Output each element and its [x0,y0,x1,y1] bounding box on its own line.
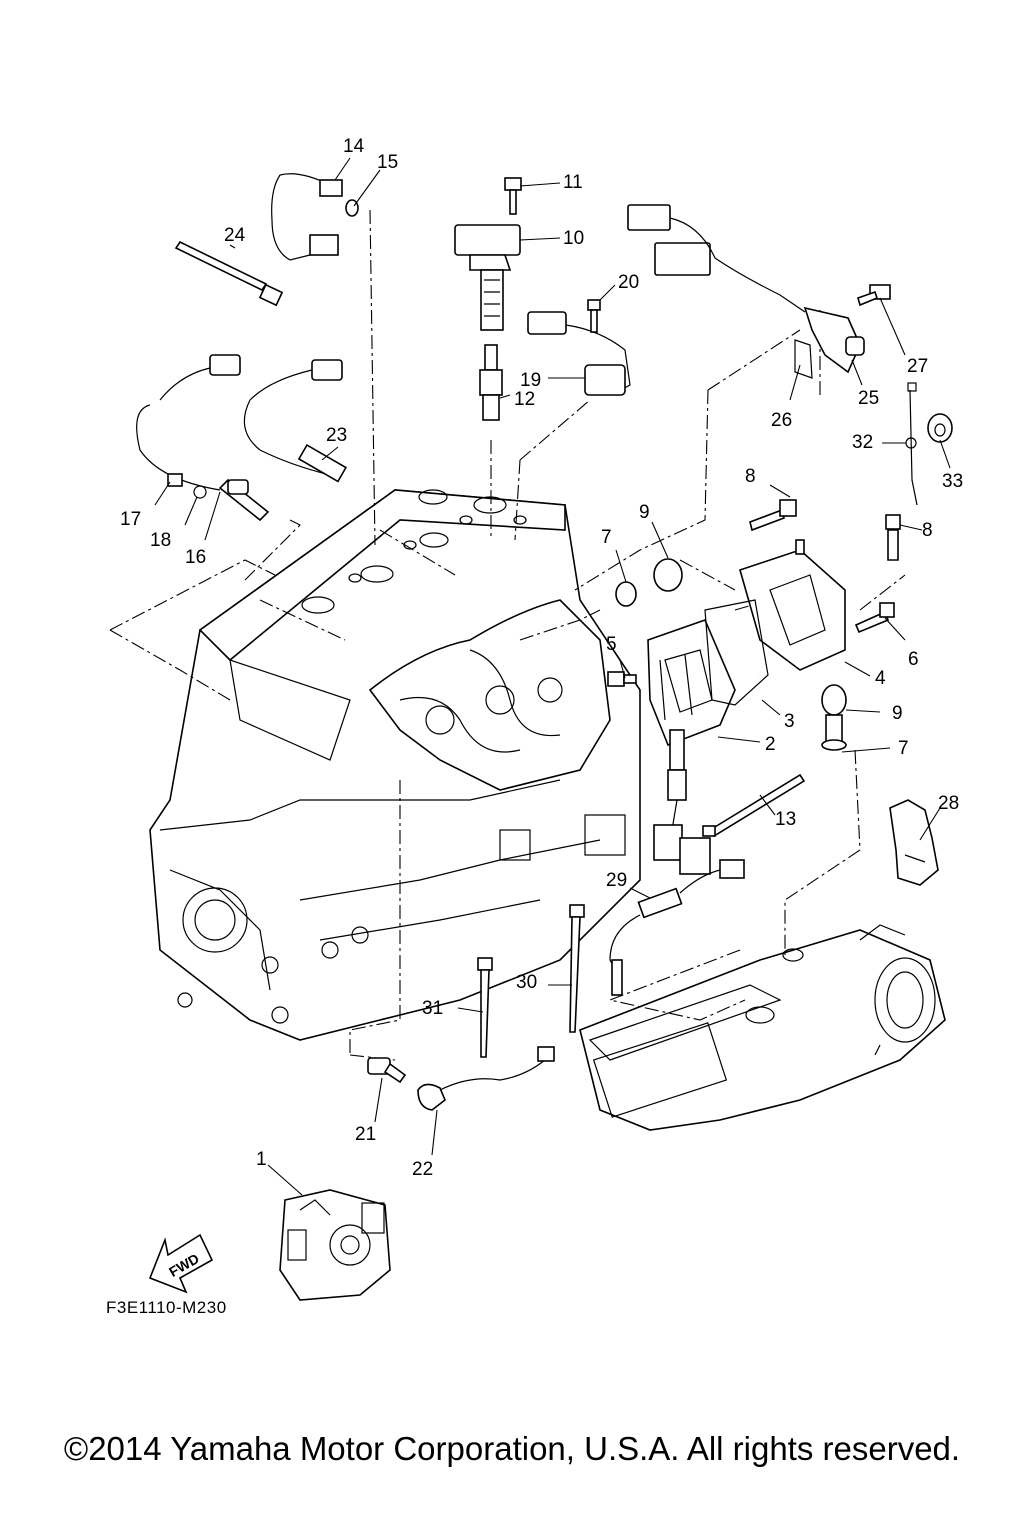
callout-18: 18 [150,530,171,551]
callout-6: 6 [908,649,919,670]
callout-5: 5 [606,634,617,655]
callout-24: 24 [224,225,246,246]
callout-3: 3 [784,711,795,732]
callout-4: 4 [875,668,886,689]
part-14-24-sensors [174,173,359,307]
callout-16: 16 [185,547,206,568]
callout-21: 21 [355,1124,376,1145]
part-2-4-ecu [647,539,846,747]
part-19-20-sensor [527,299,631,396]
part-12-spark-plug [479,344,503,421]
figure-reference: F3E1110-M230 [106,1298,227,1317]
callout-26: 26 [771,410,792,431]
callout-14: 14 [343,136,365,157]
callout-12: 12 [514,389,535,410]
part-11-bolt [504,177,522,215]
part-25-27-harness [627,204,891,379]
callout-31: 31 [422,998,443,1019]
callout-25: 25 [858,388,879,409]
part-7-9-dampers [615,558,847,751]
callout-17: 17 [120,509,141,530]
callout-20: 20 [618,272,639,293]
exhaust-pipe [579,924,946,1131]
part-3-gasket [704,599,769,706]
callout-29: 29 [606,870,627,891]
callout-8a: 8 [745,466,756,487]
callout-7b: 7 [898,738,909,759]
part-28-clip [889,799,939,886]
callout-leaders [154,157,951,1196]
callout-32: 32 [852,432,873,453]
callout-7a: 7 [601,527,612,548]
copyright-notice: ©2014 Yamaha Motor Corporation, U.S.A. A… [63,1430,961,1467]
part-29-sensor [609,859,745,996]
part-1-throttle-body [279,1189,391,1301]
engine-block [149,489,641,1041]
part-5-6-8-bolts [607,499,901,687]
callout-19: 19 [520,370,541,391]
callout-9b: 9 [892,703,903,724]
part-10-ignition-coil [454,224,521,331]
part-32-33-grommets [905,382,953,506]
part-16-23-sensors [136,354,348,522]
callout-28: 28 [938,793,959,814]
callout-15: 15 [377,152,398,173]
callout-30: 30 [516,972,537,993]
callout-13: 13 [775,809,796,830]
callout-labels: 1 2 3 4 5 6 7 7 8 8 9 9 10 11 12 13 14 1… [120,136,963,1180]
callout-23: 23 [326,425,347,446]
callout-10: 10 [563,228,584,249]
fwd-arrow-icon: FWD [148,1233,214,1294]
part-30-31-ties [477,904,585,1058]
ecu-harness [653,729,711,875]
callout-8b: 8 [922,520,933,541]
part-13-tie [702,773,806,838]
callout-9a: 9 [639,502,650,523]
part-21-22-sensors [367,1046,555,1111]
callout-33: 33 [942,471,963,492]
callout-1: 1 [256,1149,267,1170]
callout-22: 22 [412,1159,433,1180]
assembly-lines [109,209,906,1061]
callout-27: 27 [907,356,928,377]
callout-2: 2 [765,734,776,755]
callout-11: 11 [563,172,583,193]
